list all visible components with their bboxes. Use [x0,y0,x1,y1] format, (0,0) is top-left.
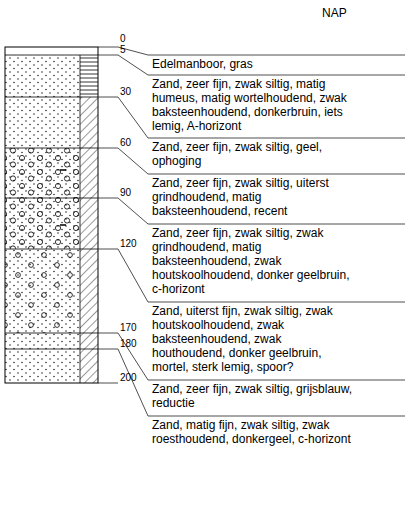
depth-label: 180 [120,338,137,349]
depth-label: 200 [120,372,137,383]
depth-label: 120 [120,238,137,249]
leader-line [98,55,405,75]
layer-description: Zand, zeer fijn, zwak siltig, uiterst gr… [152,176,357,218]
layer-description: Zand, zeer fijn, zwak siltig, grijsblauw… [152,382,357,410]
depth-label: 0 [120,33,126,44]
depth-label: 30 [120,86,131,97]
layer-description: Zand, uiterst fijn, zwak siltig, zwak ho… [152,304,357,374]
depth-label: 170 [120,322,137,333]
reference-level: NAP [322,6,347,20]
layer-description: Zand, matig fijn, zwak siltig, zwak roes… [152,418,357,446]
leader-line [98,383,118,384]
depth-label: 90 [120,187,131,198]
layer-description: Edelmanboor, gras [152,57,357,71]
layer-description: Zand, zeer fijn, zwak siltig, zwak grind… [152,226,357,296]
layer-description: Zand, zeer fijn, zwak siltig, matig hume… [152,77,357,133]
layer-description: Zand, zeer fijn, zwak siltig, geel, opho… [152,140,357,168]
leader-line [98,47,405,55]
depth-label: 60 [120,137,131,148]
depth-label: 5 [120,44,126,55]
